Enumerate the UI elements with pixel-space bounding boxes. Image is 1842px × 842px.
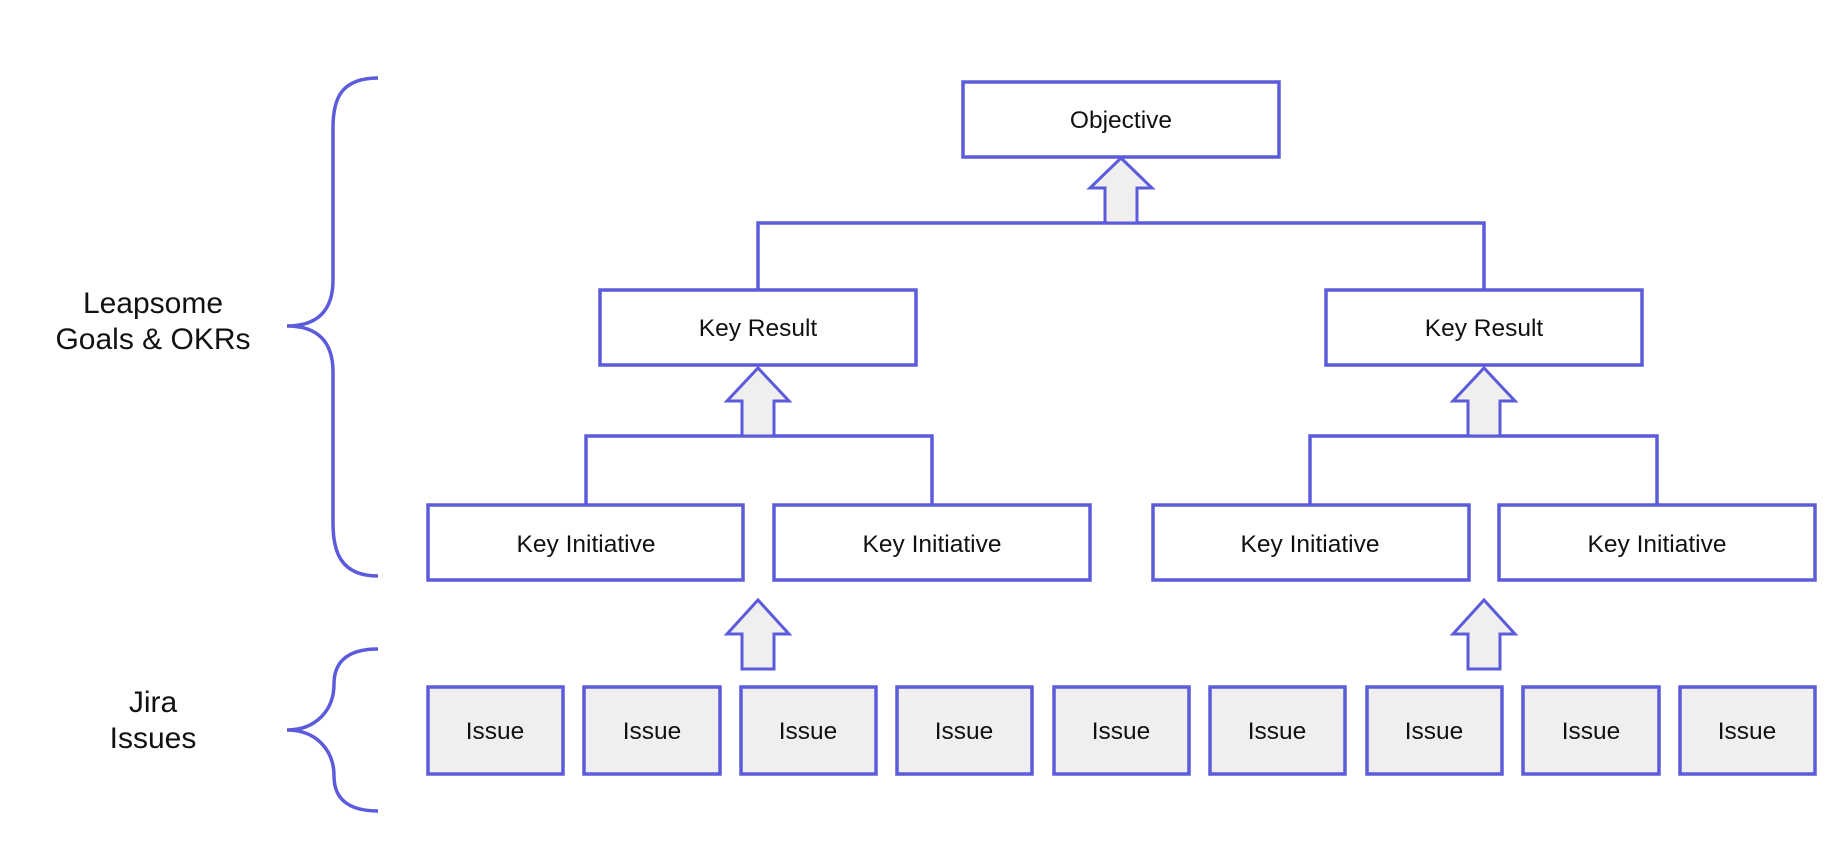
key-result-1-connector [584,434,934,505]
arrow-up-icon [723,365,793,438]
issue-box [1678,685,1817,776]
objective-label: Objective [1070,107,1172,134]
issue-node: Issue [739,685,878,776]
issue-box [1365,685,1504,776]
arrow-up-icon [1449,597,1519,671]
goals-label-line-2: Goals & OKRs [55,323,250,356]
key-initiative-box [426,503,745,582]
issue-box [1052,685,1191,776]
issue-label: Issue [935,718,994,745]
key-initiative-box [772,503,1092,582]
key-initiative-node: Key Initiative [1497,503,1817,582]
issue-node: Issue [582,685,722,776]
jira-brace [286,647,379,813]
issue-node: Issue [426,685,565,776]
key-result-label: Key Result [1425,315,1544,342]
issue-node: Issue [1052,685,1191,776]
issue-label: Issue [1248,718,1307,745]
key-initiative-label: Key Initiative [863,531,1002,558]
issue-box [895,685,1034,776]
key-initiative-label: Key Initiative [517,531,656,558]
issue-box [426,685,565,776]
arrow-up-icon [1086,155,1156,225]
issue-label: Issue [623,718,682,745]
goals-label-line-1: Leapsome [83,287,223,320]
issue-label: Issue [466,718,525,745]
issue-node: Issue [1208,685,1347,776]
issue-node: Issue [895,685,1034,776]
key-initiative-node: Key Initiative [426,503,745,582]
key-result-node: Key Result [1324,288,1644,367]
goals-brace [286,76,379,578]
arrow-up-icon [723,597,793,671]
key-initiative-label: Key Initiative [1241,531,1380,558]
objective-connector [756,221,1486,290]
issue-box [1208,685,1347,776]
arrow-up-icon [1449,365,1519,438]
key-result-box [1324,288,1644,367]
objective-box [961,80,1281,159]
key-result-2-connector [1308,434,1659,505]
key-result-node: Key Result [598,288,918,367]
key-initiative-box [1497,503,1817,582]
jira-label-line-2: Issues [110,722,197,755]
issue-label: Issue [1718,718,1777,745]
issue-label: Issue [1405,718,1464,745]
issue-node: Issue [1365,685,1504,776]
issue-label: Issue [1092,718,1151,745]
issue-node: Issue [1521,685,1661,776]
key-initiative-label: Key Initiative [1588,531,1727,558]
issue-label: Issue [1562,718,1621,745]
jira-label-line-1: Jira [129,686,178,719]
key-result-label: Key Result [699,315,818,342]
issue-node: Issue [1678,685,1817,776]
key-initiative-node: Key Initiative [1151,503,1471,582]
issue-box [739,685,878,776]
key-initiative-box [1151,503,1471,582]
key-result-box [598,288,918,367]
objective-node: Objective [961,80,1281,159]
issue-box [1521,685,1661,776]
issue-label: Issue [779,718,838,745]
key-initiative-node: Key Initiative [772,503,1092,582]
issue-box [582,685,722,776]
